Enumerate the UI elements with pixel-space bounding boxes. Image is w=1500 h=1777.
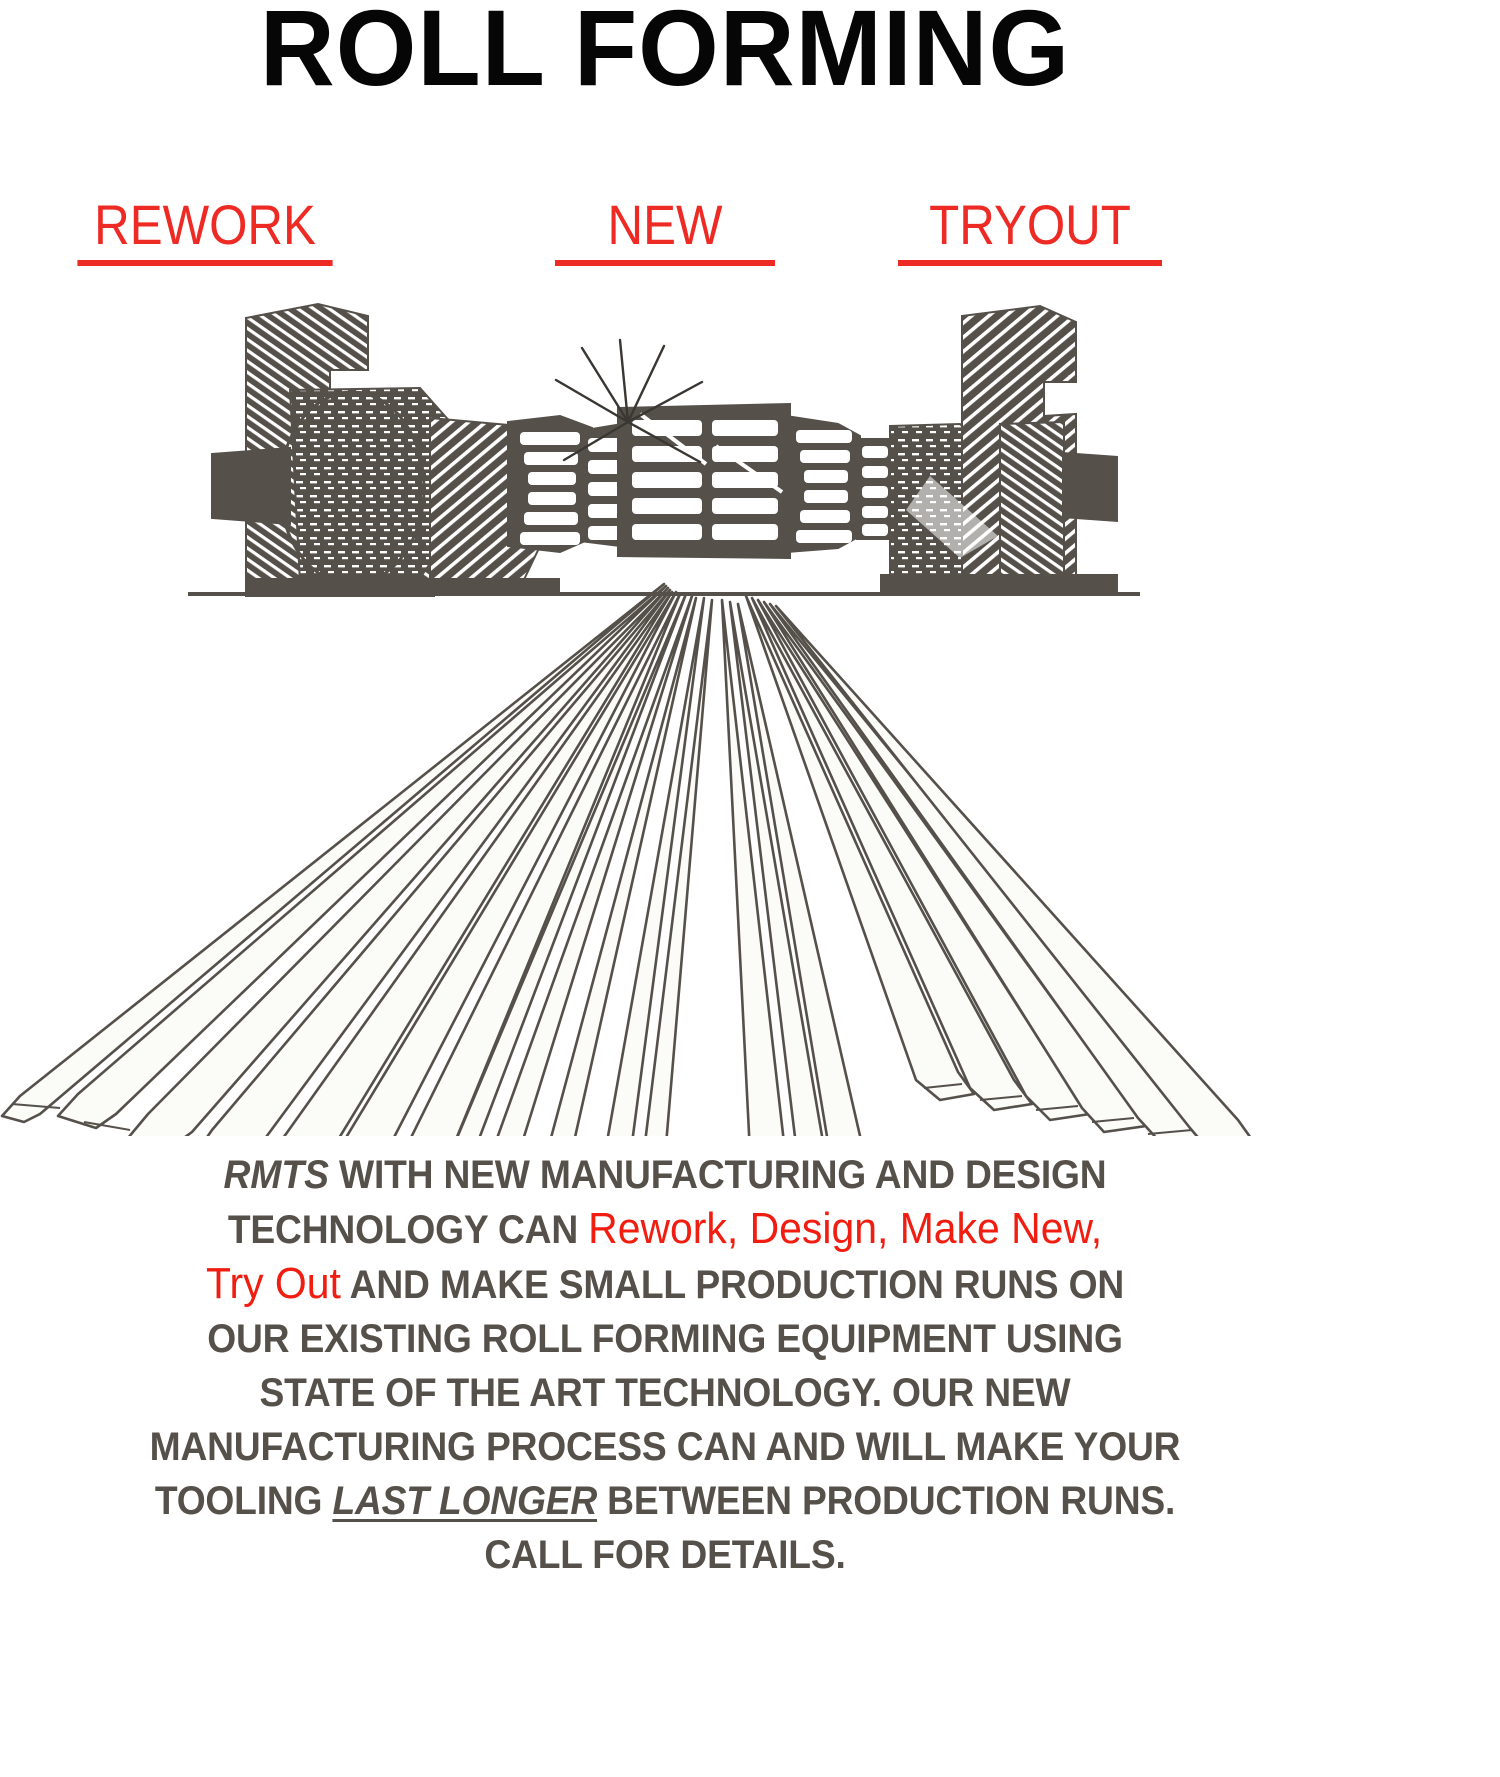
profile-hex-tube — [720, 598, 862, 1136]
body-line-2: TECHNOLOGY CAN Rework, Design, Make New, — [130, 1202, 1200, 1257]
formed-profiles-group — [0, 582, 1252, 1136]
category-label-new-text: NEW — [607, 193, 723, 256]
roll-forming-illustration-svg — [0, 302, 1252, 1136]
emphasis-last-longer: LAST LONGER — [332, 1479, 598, 1523]
profile-corrugated-left — [0, 582, 674, 1136]
illustration-machine — [0, 302, 1252, 1136]
right-mill-housing — [880, 304, 1118, 593]
body-line-1-rest: WITH NEW MANUFACTURING AND DESIGN — [328, 1153, 1107, 1197]
body-line-7-lead: TOOLING — [154, 1479, 333, 1523]
profile-corrugated-right — [744, 594, 1252, 1136]
body-line-7: TOOLING LAST LONGER BETWEEN PRODUCTION R… — [130, 1474, 1200, 1528]
category-label-tryout-text: TRYOUT — [929, 193, 1131, 256]
body-line-8: CALL FOR DETAILS. — [484, 1533, 846, 1577]
body-line-1: RMTS WITH NEW MANUFACTURING AND DESIGN — [130, 1148, 1200, 1202]
services-highlight-1: Rework, Design, Make New, — [588, 1204, 1103, 1253]
poster-page: ROLL FORMING REWORK NEW TRYOUT — [0, 0, 1330, 1582]
body-line-3-rest: AND MAKE SMALL PRODUCTION RUNS ON — [340, 1263, 1125, 1307]
body-line-3: Try Out AND MAKE SMALL PRODUCTION RUNS O… — [130, 1257, 1200, 1312]
category-label-row: REWORK NEW TRYOUT — [0, 196, 1330, 276]
body-line-4: OUR EXISTING ROLL FORMING EQUIPMENT USIN… — [207, 1317, 1123, 1361]
roll-forming-illustration — [0, 296, 1330, 1136]
category-underline-rework — [77, 260, 333, 266]
profile-hat-channel — [606, 596, 714, 1136]
body-line-2-lead: TECHNOLOGY CAN — [227, 1208, 589, 1252]
body-paragraph: RMTS WITH NEW MANUFACTURING AND DESIGN T… — [90, 1148, 1240, 1582]
body-line-6: MANUFACTURING PROCESS CAN AND WILL MAKE … — [149, 1425, 1181, 1469]
roll-stack-center — [507, 402, 894, 560]
body-line-5: STATE OF THE ART TECHNOLOGY. OUR NEW — [259, 1371, 1071, 1415]
category-underline-tryout — [898, 260, 1162, 266]
body-line-7-rest: BETWEEN PRODUCTION RUNS. — [597, 1479, 1176, 1523]
category-label-tryout: TRYOUT — [898, 196, 1162, 266]
starburst-icon — [554, 338, 704, 464]
brand-name: RMTS — [223, 1153, 329, 1197]
services-highlight-2: Try Out — [205, 1259, 341, 1308]
category-label-rework: REWORK — [77, 193, 333, 266]
category-label-rework-text: REWORK — [94, 193, 316, 256]
category-underline-new — [555, 260, 775, 266]
category-label-new: NEW — [555, 196, 775, 266]
page-title: ROLL FORMING — [259, 0, 1071, 108]
profile-i-beam — [456, 592, 698, 1136]
